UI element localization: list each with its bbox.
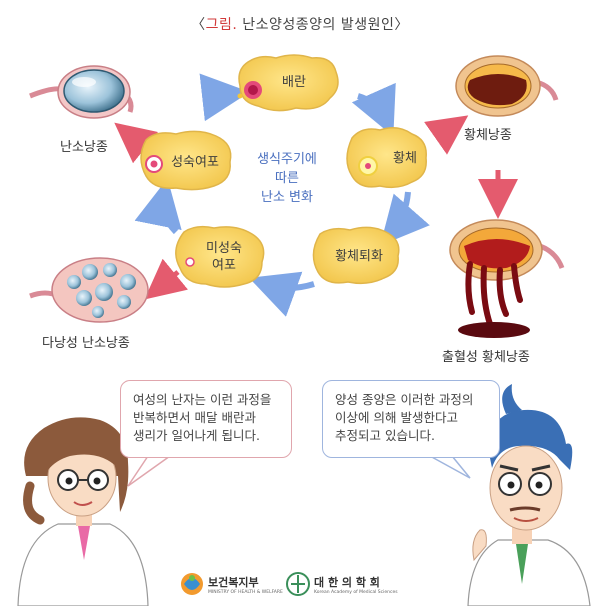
center-line-1: 생식주기에 bbox=[257, 152, 317, 167]
ministry-name: 보건복지부 bbox=[208, 576, 259, 589]
immature-follicle bbox=[175, 225, 265, 288]
title-bracket-close: 〉 bbox=[394, 17, 409, 33]
cycle-arrow-4 bbox=[249, 271, 315, 317]
simple-cyst-label: 난소낭종 bbox=[60, 140, 108, 155]
cycle-arrow-2 bbox=[351, 82, 396, 137]
academy-name: 대 한 의 학 회 bbox=[314, 576, 380, 589]
arrow-to-polycystic bbox=[144, 258, 189, 300]
left-bubble-line-3: 생리가 일어나게 됩니다. bbox=[133, 428, 260, 443]
academy-sub: Korean Academy of Medical Sciences bbox=[314, 590, 398, 595]
luteal-cyst-illustration bbox=[455, 55, 559, 117]
stage-regression-label: 황체퇴화 bbox=[335, 249, 383, 264]
cycle-center-text: 생식주기에 따른 난소 변화 bbox=[232, 150, 342, 207]
right-bubble-tail bbox=[429, 455, 471, 479]
stage-mature-label: 성숙여포 bbox=[171, 155, 219, 170]
ministry-sub: MINISTRY OF HEALTH & WELFARE bbox=[208, 590, 283, 595]
luteal-cyst-label: 황체낭종 bbox=[464, 128, 512, 143]
stage-immature-line-1: 미성숙 bbox=[206, 241, 242, 256]
left-bubble-tail bbox=[127, 455, 171, 487]
left-bubble-line-1: 여성의 난자는 이런 과정을 bbox=[133, 392, 272, 407]
ministry-logo bbox=[181, 573, 203, 595]
academy-logo bbox=[286, 572, 310, 596]
corpus-luteum-follicle bbox=[346, 127, 427, 189]
right-speech-bubble: 양성 종양은 이러한 과정의 이상에 의해 발생한다고 추정되고 있습니다. bbox=[322, 380, 500, 458]
right-bubble-line-2: 이상에 의해 발생한다고 bbox=[335, 410, 458, 425]
cycle-arrow-3 bbox=[380, 191, 430, 246]
title-bracket-open: 〈 bbox=[191, 17, 206, 33]
male-doctor-illustration bbox=[467, 384, 591, 606]
center-line-2: 따른 bbox=[275, 171, 299, 186]
stage-corpus-luteum-label: 황체 bbox=[393, 151, 417, 166]
arrow-to-luteal-cyst bbox=[424, 115, 469, 155]
regression-follicle bbox=[312, 226, 400, 285]
arrow-to-simple-cyst bbox=[114, 122, 159, 164]
hemorrhagic-cyst-label: 출혈성 황체낭종 bbox=[442, 350, 530, 365]
title-prefix: 그림. bbox=[205, 17, 238, 33]
polycystic-label: 다낭성 난소낭종 bbox=[42, 336, 130, 351]
left-bubble-line-2: 반복하면서 매달 배란과 bbox=[133, 410, 256, 425]
ovulation-follicle bbox=[237, 54, 339, 112]
stage-ovulation-label: 배란 bbox=[282, 75, 306, 90]
polycystic-ovary-illustration bbox=[29, 257, 149, 323]
cycle-arrow-5 bbox=[134, 178, 182, 235]
academy-logo-text: 대 한 의 학 회 Korean Academy of Medical Scie… bbox=[314, 574, 398, 595]
simple-cyst-illustration bbox=[29, 65, 134, 119]
female-doctor-illustration bbox=[17, 417, 149, 606]
center-line-3: 난소 변화 bbox=[261, 190, 313, 205]
right-bubble-line-1: 양성 종양은 이러한 과정의 bbox=[335, 392, 474, 407]
stage-immature-label: 미성숙 여포 bbox=[194, 240, 254, 274]
left-speech-bubble: 여성의 난자는 이런 과정을 반복하면서 매달 배란과 생리가 일어나게 됩니다… bbox=[120, 380, 292, 458]
title-text: 난소양성종양의 발생원인 bbox=[242, 17, 395, 33]
mature-follicle bbox=[140, 130, 232, 191]
cycle-arrow-1 bbox=[199, 73, 250, 122]
ministry-logo-text: 보건복지부 MINISTRY OF HEALTH & WELFARE bbox=[208, 574, 283, 595]
right-bubble-line-3: 추정되고 있습니다. bbox=[335, 428, 435, 443]
figure-title: 〈그림. 난소양성종양의 발생원인〉 bbox=[0, 14, 600, 34]
hemorrhagic-cyst-illustration bbox=[449, 219, 565, 338]
stage-immature-line-2: 여포 bbox=[212, 258, 236, 273]
